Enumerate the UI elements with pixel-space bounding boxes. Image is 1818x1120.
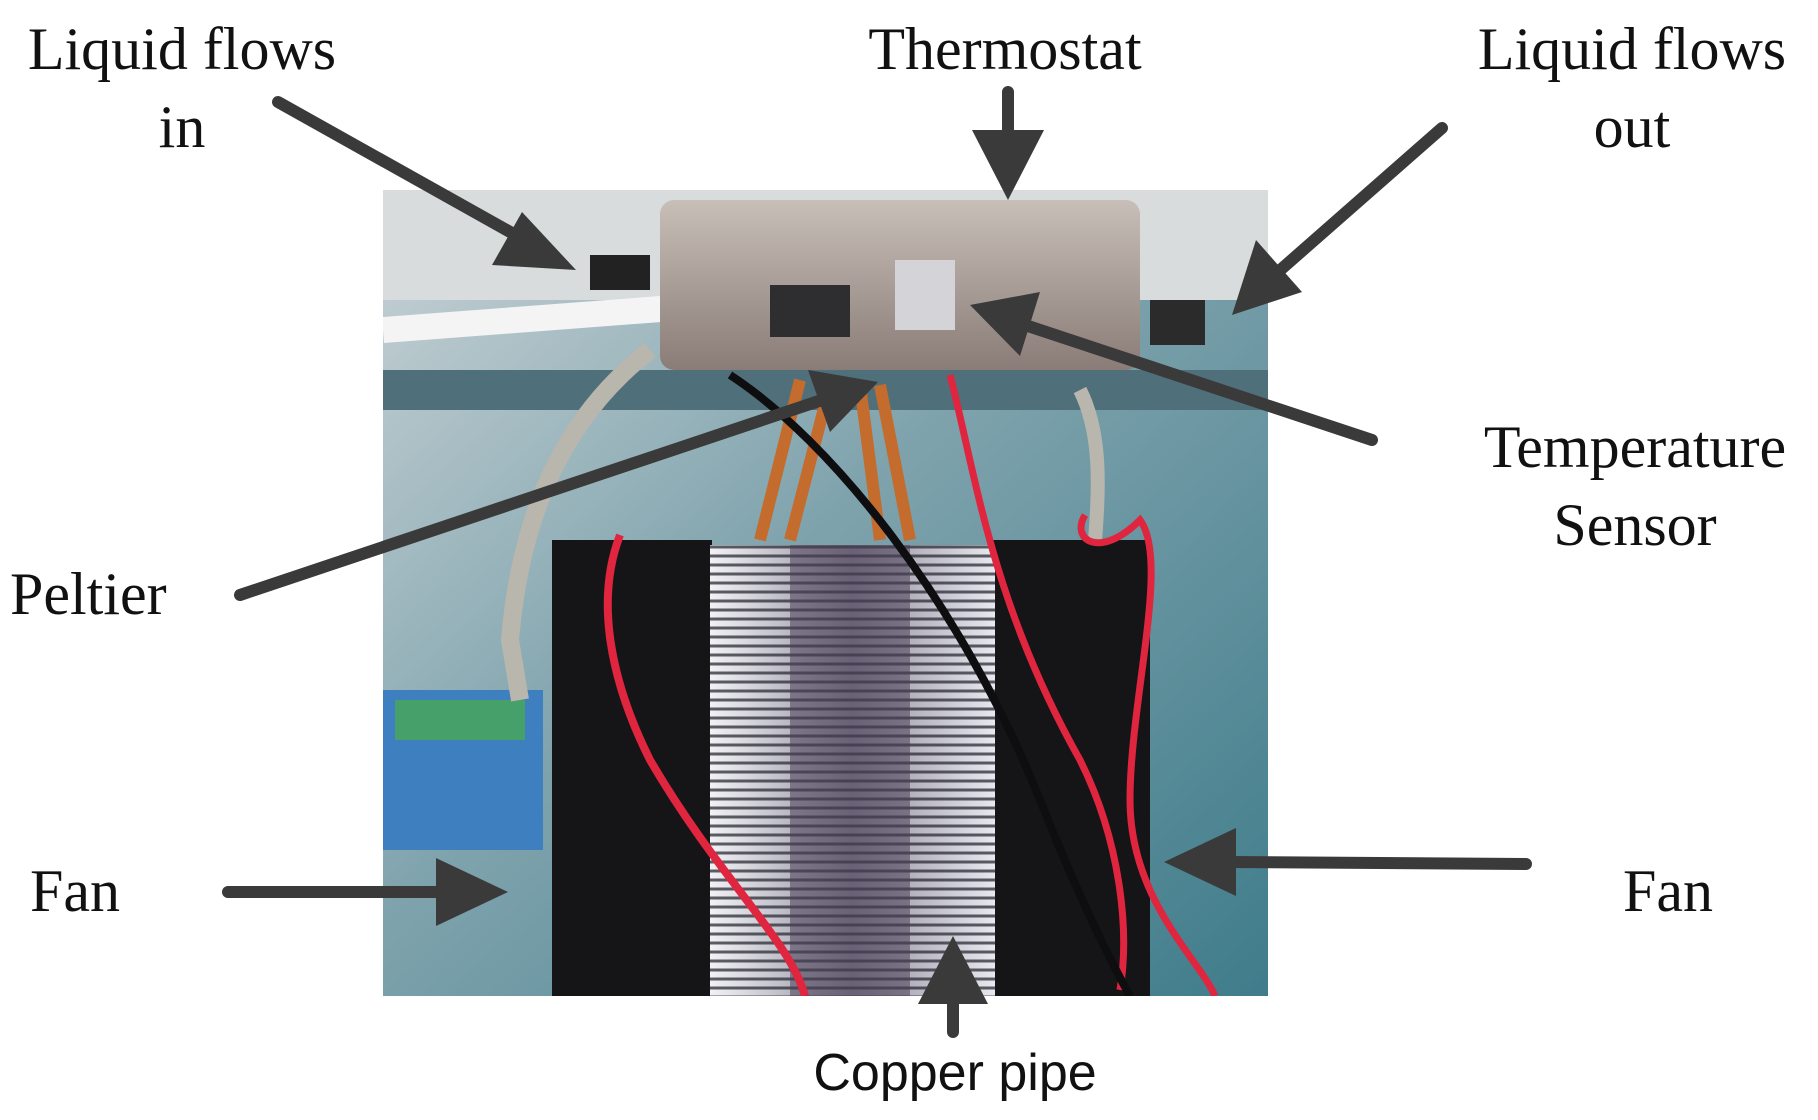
- label-copper-pipe-text: Copper pipe: [813, 1044, 1097, 1102]
- left-fan: [552, 540, 712, 996]
- label-peltier-text: Peltier: [10, 561, 167, 627]
- label-peltier: Peltier: [10, 555, 200, 633]
- label-liquid-flows-in-line2: in: [158, 94, 206, 160]
- gray-cable: [500, 342, 656, 702]
- inlet-fitting: [590, 255, 650, 290]
- label-liquid-flows-out: Liquid flows out: [1462, 10, 1802, 166]
- label-fan-right: Fan: [1598, 852, 1738, 930]
- label-fan-left: Fan: [30, 852, 150, 930]
- label-copper-pipe: Copper pipe: [760, 1034, 1150, 1112]
- label-temperature-sensor: Temperature Sensor: [1455, 408, 1815, 564]
- label-fan-left-text: Fan: [30, 858, 120, 924]
- arrow-temperature-sensor: [1022, 320, 1378, 446]
- red-wire-left: [603, 533, 809, 996]
- arrow-fan-right: [1220, 856, 1532, 870]
- label-liquid-flows-out-line2: out: [1593, 94, 1671, 160]
- red-wire-right: [1077, 513, 1219, 996]
- label-liquid-flows-out-line1: Liquid flows: [1477, 16, 1787, 82]
- arrow-liquid-in: [272, 96, 534, 248]
- black-wire: [727, 371, 1134, 996]
- label-temperature-sensor-line2: Sensor: [1553, 492, 1717, 558]
- label-thermostat-text: Thermostat: [868, 16, 1142, 82]
- outlet-fitting: [1150, 300, 1205, 345]
- label-liquid-flows-in: Liquid flows in: [12, 10, 352, 166]
- label-liquid-flows-in-line1: Liquid flows: [27, 16, 337, 82]
- arrows: [222, 86, 1532, 1038]
- arrow-liquid-out: [1272, 122, 1448, 278]
- label-thermostat: Thermostat: [820, 10, 1190, 88]
- label-temperature-sensor-line1: Temperature: [1483, 414, 1787, 480]
- red-wire-mid: [946, 374, 1128, 991]
- arrow-peltier: [234, 394, 828, 601]
- label-fan-right-text: Fan: [1623, 858, 1713, 924]
